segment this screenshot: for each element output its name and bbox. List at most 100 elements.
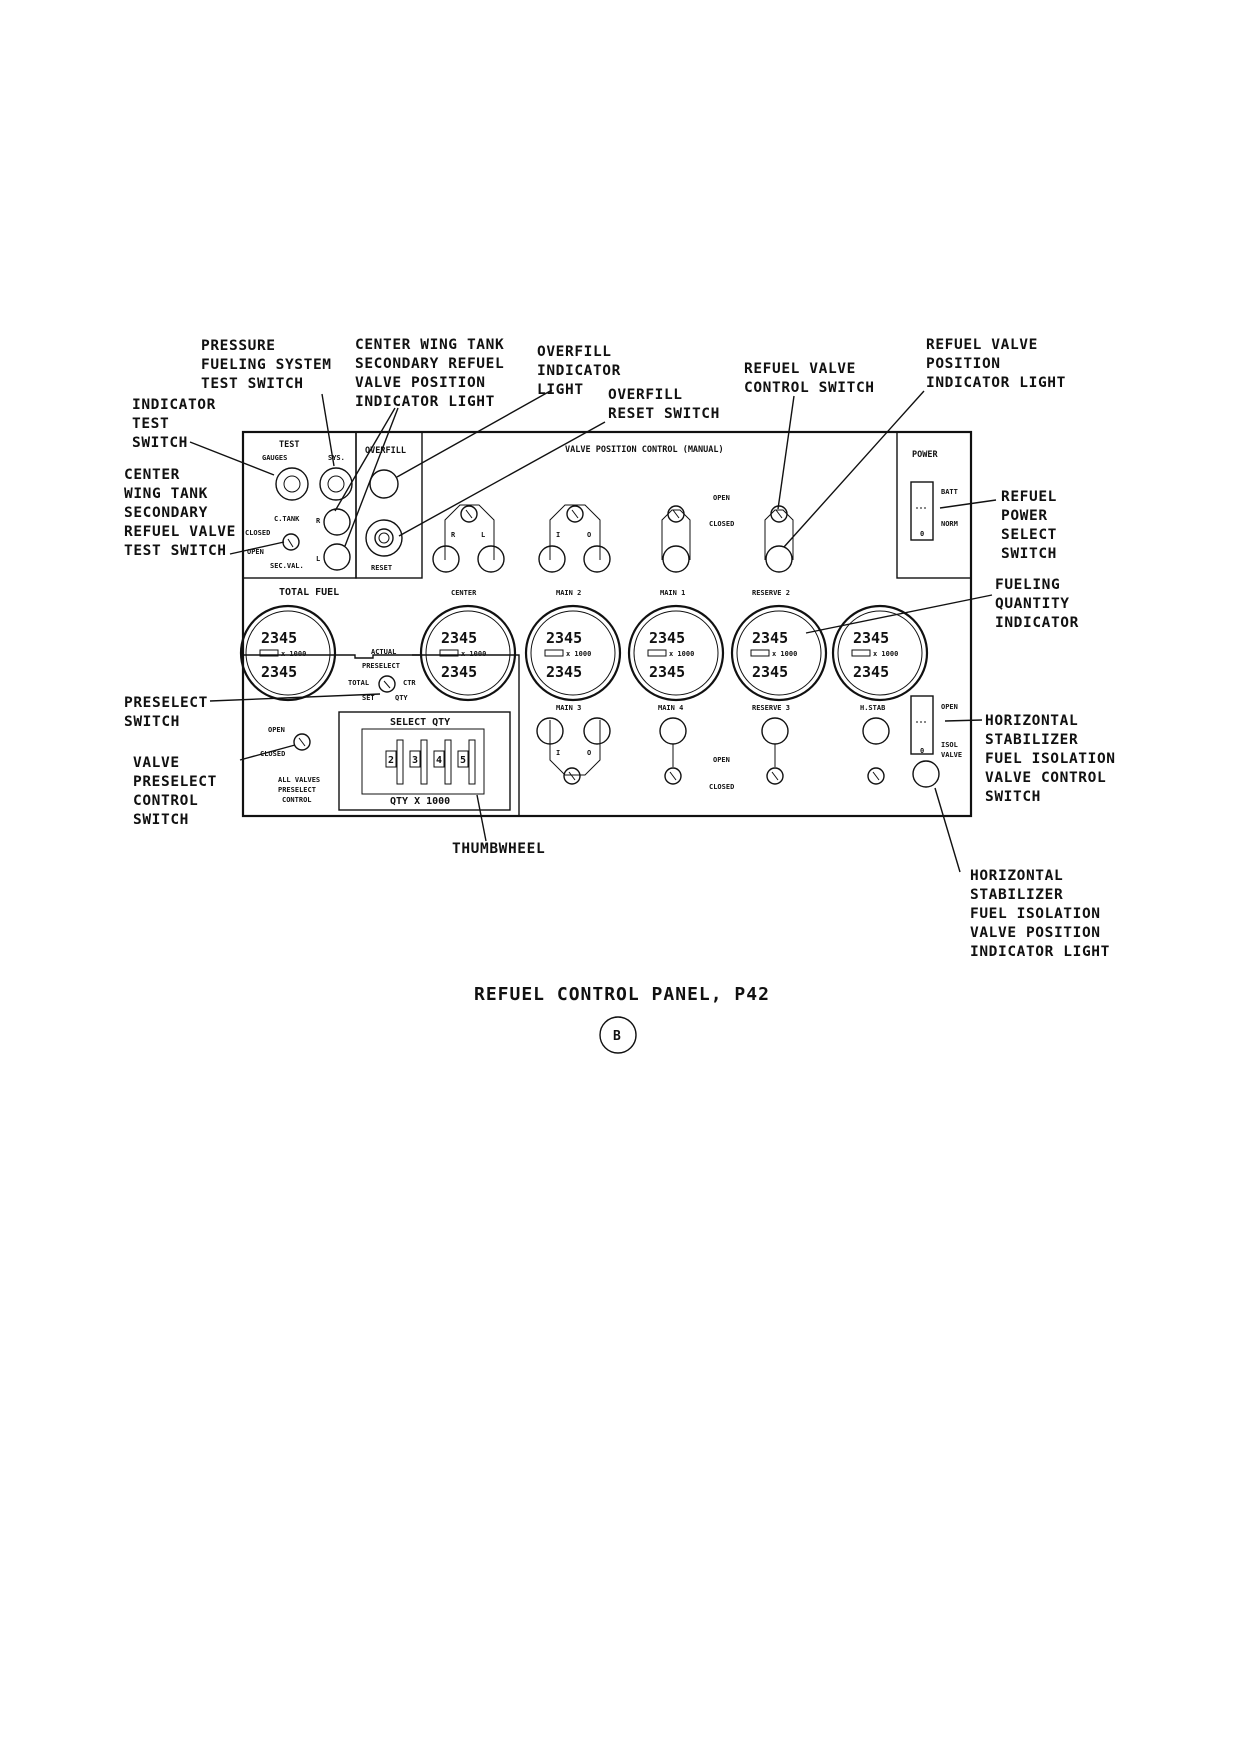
main4-valve-switch[interactable]: [664, 767, 682, 785]
gauge-digits: 2345: [441, 663, 477, 681]
svg-text:CLOSED: CLOSED: [709, 520, 734, 528]
callout-pressure-fueling-line: FUELING SYSTEM: [201, 357, 332, 373]
panel-header: VALVE POSITION CONTROL (MANUAL): [565, 445, 724, 455]
gauge-digits: 2345: [261, 663, 297, 681]
center-l-light: [477, 545, 505, 573]
svg-text:L: L: [481, 531, 485, 539]
svg-text:POWER: POWER: [912, 450, 938, 460]
callout-indicator-test-line: TEST: [132, 416, 169, 432]
hstab-valve-switch[interactable]: [867, 767, 885, 785]
svg-text:OPEN: OPEN: [713, 494, 730, 502]
svg-text:SYS.: SYS.: [328, 454, 345, 462]
reserve3-light: [761, 717, 789, 745]
svg-text:OPEN: OPEN: [941, 703, 958, 711]
leader-lines: [189, 389, 997, 873]
callout-refuel-power-line: POWER: [1001, 508, 1048, 524]
callout-center-wing-test-line: CENTER: [124, 467, 180, 483]
svg-text:PRESELECT: PRESELECT: [362, 662, 400, 670]
center-tank-controls: R L CENTER: [432, 505, 505, 597]
callout-preselect-switch-line: PRESELECT: [124, 695, 208, 711]
callout-refuel-power-line: SELECT: [1001, 527, 1057, 543]
gauge-multiplier: x 1000: [461, 650, 486, 658]
callout-pressure-fueling-line: TEST SWITCH: [201, 376, 304, 392]
callout-fueling-quantity-line: QUANTITY: [995, 596, 1070, 612]
callout-hstab-light-line: FUEL ISOLATION: [970, 906, 1101, 922]
svg-text:SEC.VAL.: SEC.VAL.: [270, 562, 304, 570]
callout-hstab-control-line: SWITCH: [985, 789, 1041, 805]
callout-pressure-fueling-line: PRESSURE: [201, 338, 276, 354]
callout-hstab-light-line: STABILIZER: [970, 887, 1063, 903]
ctank-r-light: [323, 508, 351, 536]
gauge-digits: 2345: [649, 663, 685, 681]
svg-text:GAUGES: GAUGES: [262, 454, 287, 462]
refuel-power-select-switch[interactable]: [910, 481, 934, 541]
svg-text:I: I: [556, 531, 560, 539]
hstab-isolation-switch[interactable]: [910, 695, 934, 755]
callout-center-wing-test-line: SECONDARY: [124, 505, 208, 521]
center-valve-switch[interactable]: [460, 505, 478, 523]
view-letter: B: [613, 1029, 621, 1044]
gauge-digits: 2345: [261, 629, 297, 647]
sec-val-test-switch[interactable]: [282, 533, 300, 551]
svg-text:PRESELECT: PRESELECT: [278, 786, 316, 794]
thumbwheel-digit: 3: [412, 755, 418, 766]
svg-text:ACTUAL: ACTUAL: [371, 648, 396, 656]
power-box: POWER BATT NORM 0: [896, 431, 972, 579]
main1-valve-switch[interactable]: [667, 505, 685, 523]
main2-valve-switch[interactable]: [566, 505, 584, 523]
callout-valve-preselect-line: SWITCH: [133, 812, 189, 828]
gauge-digits: 2345: [752, 629, 788, 647]
gauge-multiplier: x 1000: [281, 650, 306, 658]
svg-text:R: R: [316, 517, 321, 525]
gauge-multiplier: x 1000: [772, 650, 797, 658]
svg-text:CTR: CTR: [403, 679, 416, 687]
main4-light: [659, 717, 687, 745]
thumbwheel-dial[interactable]: [444, 739, 452, 785]
callout-refuel-power-line: SWITCH: [1001, 546, 1057, 562]
gauge-digits: 2345: [441, 629, 477, 647]
svg-text:OPEN: OPEN: [247, 548, 264, 556]
callout-center-wing-test-line: TEST SWITCH: [124, 543, 227, 559]
svg-text:CLOSED: CLOSED: [709, 783, 734, 791]
valve-preselect-switch[interactable]: [293, 733, 311, 751]
callout-valve-preselect-line: PRESELECT: [133, 774, 217, 790]
callout-overfill-indicator-line: OVERFILL: [537, 344, 612, 360]
callout-center-wing-secondary-light-line: INDICATOR LIGHT: [355, 394, 495, 410]
callout-overfill-indicator-line: INDICATOR: [537, 363, 621, 379]
view-letter-circle: [599, 1016, 637, 1054]
svg-text:C.TANK: C.TANK: [274, 515, 300, 523]
overfill-reset-switch[interactable]: [365, 519, 403, 557]
callout-center-wing-secondary-light-line: SECONDARY REFUEL: [355, 356, 504, 372]
thumbwheel-window: [409, 750, 421, 768]
callout-center-wing-secondary-light-line: CENTER WING TANK: [355, 337, 504, 353]
svg-text:VALVE: VALVE: [941, 751, 962, 759]
svg-text:MAIN 2: MAIN 2: [556, 589, 581, 597]
gauge-multiplier: x 1000: [669, 650, 694, 658]
thumbwheel-dial[interactable]: [396, 739, 404, 785]
hstab-light: [862, 717, 890, 745]
callout-center-wing-test-line: REFUEL VALVE: [124, 524, 236, 540]
thumbwheel-dial[interactable]: [420, 739, 428, 785]
thumbwheel-digit: 5: [460, 755, 466, 766]
sys-test-switch[interactable]: [319, 467, 353, 501]
callout-hstab-light-line: INDICATOR LIGHT: [970, 944, 1110, 960]
gauge-digits: 2345: [649, 629, 685, 647]
callout-refuel-valve-control-line: CONTROL SWITCH: [744, 380, 875, 396]
preselect-switch[interactable]: [378, 675, 396, 693]
ctank-l-light: [323, 543, 351, 571]
main3-valve-switch[interactable]: [563, 767, 581, 785]
thumbwheel-dial[interactable]: [468, 739, 476, 785]
gauge-multiplier: x 1000: [873, 650, 898, 658]
reserve3-valve-switch[interactable]: [766, 767, 784, 785]
preselect-enclosure: [243, 654, 420, 659]
svg-text:L: L: [316, 555, 320, 563]
callout-valve-preselect-line: CONTROL: [133, 793, 198, 809]
callout-center-wing-secondary-light-line: VALVE POSITION: [355, 375, 486, 391]
svg-text:CLOSED: CLOSED: [260, 750, 285, 758]
gauges-test-switch[interactable]: [275, 467, 309, 501]
callout-hstab-control-line: FUEL ISOLATION: [985, 751, 1116, 767]
callout-overfill-reset-line: OVERFILL: [608, 387, 683, 403]
main2-o-light: [583, 545, 611, 573]
